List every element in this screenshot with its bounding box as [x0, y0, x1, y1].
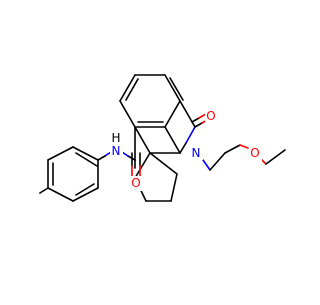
amide-aryl-link — [97, 151, 112, 161]
bond — [164, 126, 181, 154]
bond — [47, 187, 74, 202]
bond — [265, 149, 286, 165]
isopropyl-bonds — [39, 187, 74, 202]
bond — [164, 100, 181, 128]
bond-inner — [125, 78, 139, 101]
bond-inner — [75, 183, 95, 196]
lactam-ring — [134, 100, 196, 154]
bond — [202, 159, 211, 171]
bond — [185, 126, 196, 144]
bond-inner — [169, 77, 184, 101]
label-mask — [249, 146, 262, 161]
bond — [170, 173, 178, 202]
bond — [194, 122, 203, 128]
bond — [119, 74, 136, 102]
bond — [134, 152, 151, 179]
bond — [47, 146, 74, 161]
amide-nitrogen-label: N — [112, 144, 121, 158]
amide-oxygen-label: O — [131, 176, 140, 190]
amide-hydrogen-label: H — [111, 131, 120, 145]
bond — [261, 159, 267, 165]
label-mask — [205, 108, 217, 122]
amide-carbonyl — [131, 152, 141, 177]
bond — [72, 146, 99, 161]
benzo-ring — [119, 74, 184, 128]
bond — [179, 142, 187, 154]
bond — [224, 144, 241, 154]
bond — [179, 100, 196, 128]
methoxyethyl-chain — [202, 144, 286, 171]
atom-labels: O N N H O O — [110, 108, 262, 191]
bond — [119, 100, 136, 128]
amide-group — [121, 126, 136, 169]
bond — [134, 126, 151, 154]
ring-nitrogen-label: N — [192, 146, 201, 160]
bond-inner — [75, 152, 98, 167]
label-mask — [130, 176, 143, 191]
molecule-canvas: O N N H O O — [39, 74, 286, 202]
carbonyl-oxygen-label: O — [206, 109, 215, 123]
label-mask — [110, 143, 123, 158]
bond — [39, 187, 49, 194]
label-mask — [190, 145, 203, 160]
bond — [239, 144, 249, 149]
bond — [72, 187, 99, 202]
ether-oxygen-label: O — [250, 146, 259, 160]
bond — [97, 155, 106, 161]
bond — [198, 113, 207, 119]
bond — [209, 152, 226, 171]
bond — [191, 117, 200, 123]
phenyl-ring — [47, 146, 99, 202]
bond — [164, 74, 181, 102]
structure-diagram: O N N H O O — [39, 74, 286, 202]
bond — [149, 152, 178, 175]
